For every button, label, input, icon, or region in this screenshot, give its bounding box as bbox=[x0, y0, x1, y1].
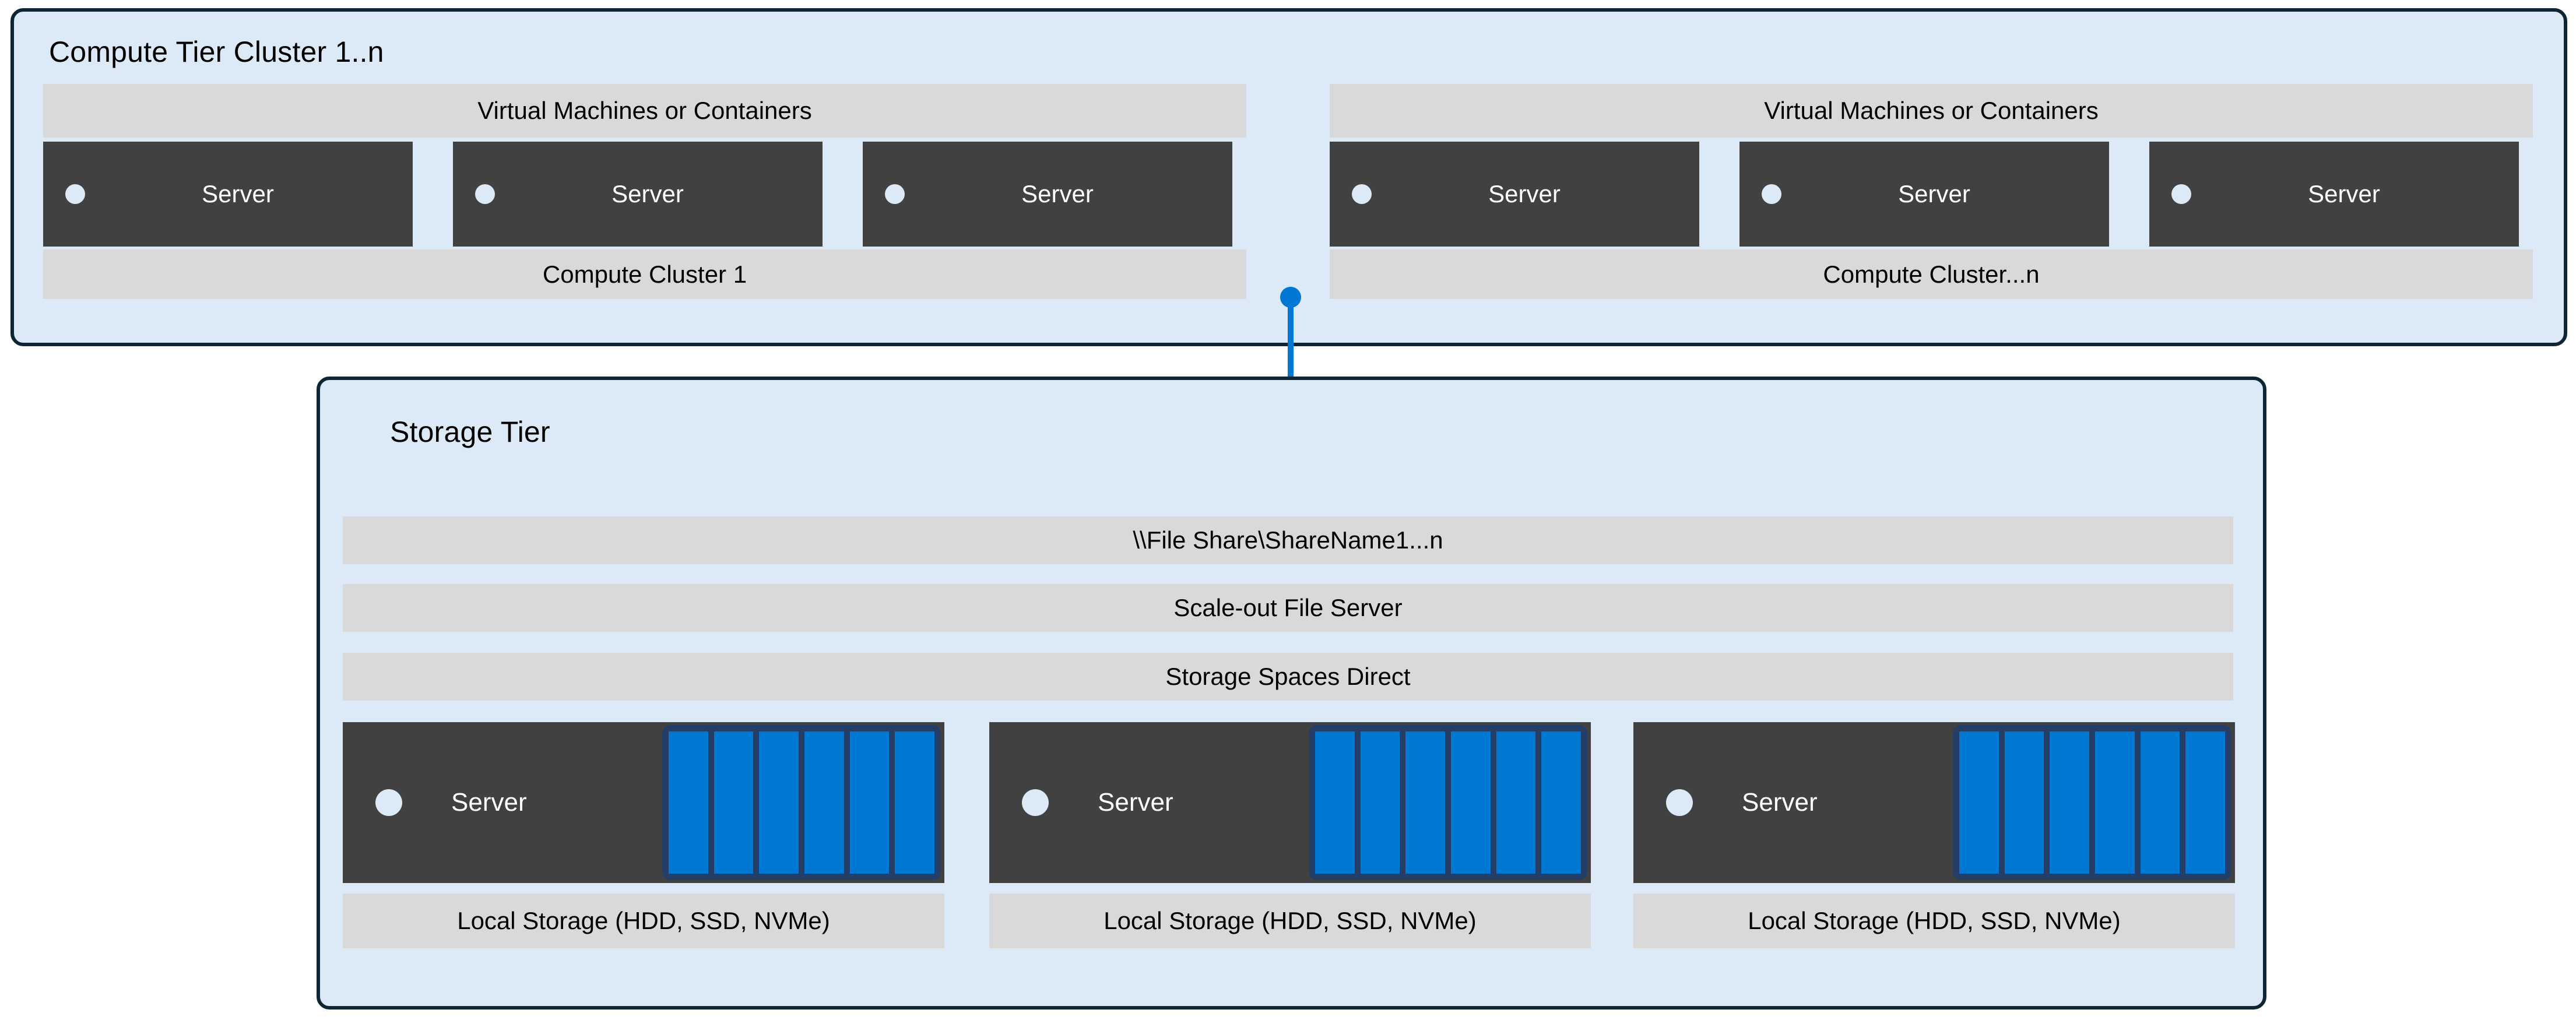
compute-cluster-n-server-1[interactable]: Server bbox=[1330, 142, 1699, 247]
compute-cluster-1-server-1[interactable]: Server bbox=[43, 142, 413, 247]
compute-cluster-n-server-3-label: Server bbox=[2308, 180, 2380, 207]
disk-drive-icon bbox=[2185, 731, 2226, 874]
storage-tier-title: Storage Tier bbox=[390, 416, 550, 448]
disk-drive-icon bbox=[1959, 731, 1999, 874]
storage-band-file-share: \\File Share\ShareName1...n bbox=[343, 516, 2233, 564]
connector-endpoint-top-icon bbox=[1280, 287, 1301, 308]
storage-node-3-server-label: Server bbox=[1742, 788, 1818, 817]
server-status-dot-icon bbox=[1666, 789, 1693, 816]
server-status-dot-icon bbox=[1762, 184, 1781, 204]
compute-cluster-n-footer-label: Compute Cluster...n bbox=[1823, 260, 2040, 288]
disk-drive-icon bbox=[1541, 731, 1582, 874]
disk-drive-icon bbox=[895, 731, 935, 874]
storage-node-1-server-label: Server bbox=[451, 788, 527, 817]
server-status-dot-icon bbox=[475, 184, 495, 204]
disk-drive-icon bbox=[669, 731, 708, 874]
disk-drive-icon bbox=[2140, 731, 2180, 874]
disk-drive-icon bbox=[849, 731, 890, 874]
storage-node-1-footer-label: Local Storage (HDD, SSD, NVMe) bbox=[457, 907, 830, 934]
compute-tier-title: Compute Tier Cluster 1..n bbox=[49, 36, 384, 68]
server-status-dot-icon bbox=[375, 789, 402, 816]
storage-node-2-footer-band: Local Storage (HDD, SSD, NVMe) bbox=[989, 894, 1591, 948]
compute-cluster-1-server-3[interactable]: Server bbox=[863, 142, 1232, 247]
compute-cluster-n-vm-label: Virtual Machines or Containers bbox=[1764, 97, 2099, 124]
compute-cluster-1-server-3-label: Server bbox=[1021, 180, 1094, 207]
storage-band-scale-out-file-server-label: Scale-out File Server bbox=[1173, 594, 1403, 621]
disk-drive-icon bbox=[2004, 731, 2044, 874]
storage-node-3-disk-array bbox=[1953, 725, 2231, 880]
compute-cluster-1-server-2[interactable]: Server bbox=[453, 142, 823, 247]
compute-cluster-1-footer-label: Compute Cluster 1 bbox=[542, 260, 747, 288]
connector-line bbox=[1288, 295, 1294, 416]
disk-drive-icon bbox=[2050, 731, 2090, 874]
storage-band-scale-out-file-server: Scale-out File Server bbox=[343, 584, 2233, 632]
compute-cluster-n-vm-band: Virtual Machines or Containers bbox=[1330, 84, 2533, 138]
disk-drive-icon bbox=[2095, 731, 2135, 874]
server-status-dot-icon bbox=[885, 184, 905, 204]
server-status-dot-icon bbox=[65, 184, 85, 204]
compute-cluster-1-vm-label: Virtual Machines or Containers bbox=[477, 97, 812, 124]
storage-node-1-disk-array bbox=[662, 725, 941, 880]
compute-cluster-n-server-3[interactable]: Server bbox=[2149, 142, 2519, 247]
compute-cluster-1-vm-band: Virtual Machines or Containers bbox=[43, 84, 1246, 138]
disk-drive-icon bbox=[759, 731, 799, 874]
storage-node-3-footer-band: Local Storage (HDD, SSD, NVMe) bbox=[1633, 894, 2235, 948]
disk-drive-icon bbox=[1451, 731, 1491, 874]
storage-node-2-server-label: Server bbox=[1098, 788, 1173, 817]
server-status-dot-icon bbox=[2171, 184, 2191, 204]
storage-band-file-share-label: \\File Share\ShareName1...n bbox=[1133, 526, 1443, 554]
storage-node-2-footer-label: Local Storage (HDD, SSD, NVMe) bbox=[1104, 907, 1477, 934]
storage-node-3-footer-label: Local Storage (HDD, SSD, NVMe) bbox=[1748, 907, 2121, 934]
storage-node-2-disk-array bbox=[1309, 725, 1587, 880]
disk-drive-icon bbox=[714, 731, 754, 874]
server-status-dot-icon bbox=[1022, 789, 1049, 816]
storage-band-storage-spaces-direct: Storage Spaces Direct bbox=[343, 653, 2233, 701]
compute-cluster-1-server-1-label: Server bbox=[202, 180, 274, 207]
disk-drive-icon bbox=[1496, 731, 1536, 874]
compute-cluster-n-server-2[interactable]: Server bbox=[1739, 142, 2109, 247]
storage-band-storage-spaces-direct-label: Storage Spaces Direct bbox=[1165, 663, 1411, 690]
compute-cluster-n-server-2-label: Server bbox=[1898, 180, 1970, 207]
server-status-dot-icon bbox=[1352, 184, 1372, 204]
disk-drive-icon bbox=[1360, 731, 1400, 874]
compute-cluster-n-server-1-label: Server bbox=[1488, 180, 1561, 207]
compute-cluster-1-server-2-label: Server bbox=[612, 180, 684, 207]
disk-drive-icon bbox=[1405, 731, 1446, 874]
disk-drive-icon bbox=[1315, 731, 1355, 874]
disk-drive-icon bbox=[804, 731, 844, 874]
compute-cluster-1-footer-band: Compute Cluster 1 bbox=[43, 249, 1246, 299]
compute-cluster-n-footer-band: Compute Cluster...n bbox=[1330, 249, 2533, 299]
storage-node-1-footer-band: Local Storage (HDD, SSD, NVMe) bbox=[343, 894, 944, 948]
